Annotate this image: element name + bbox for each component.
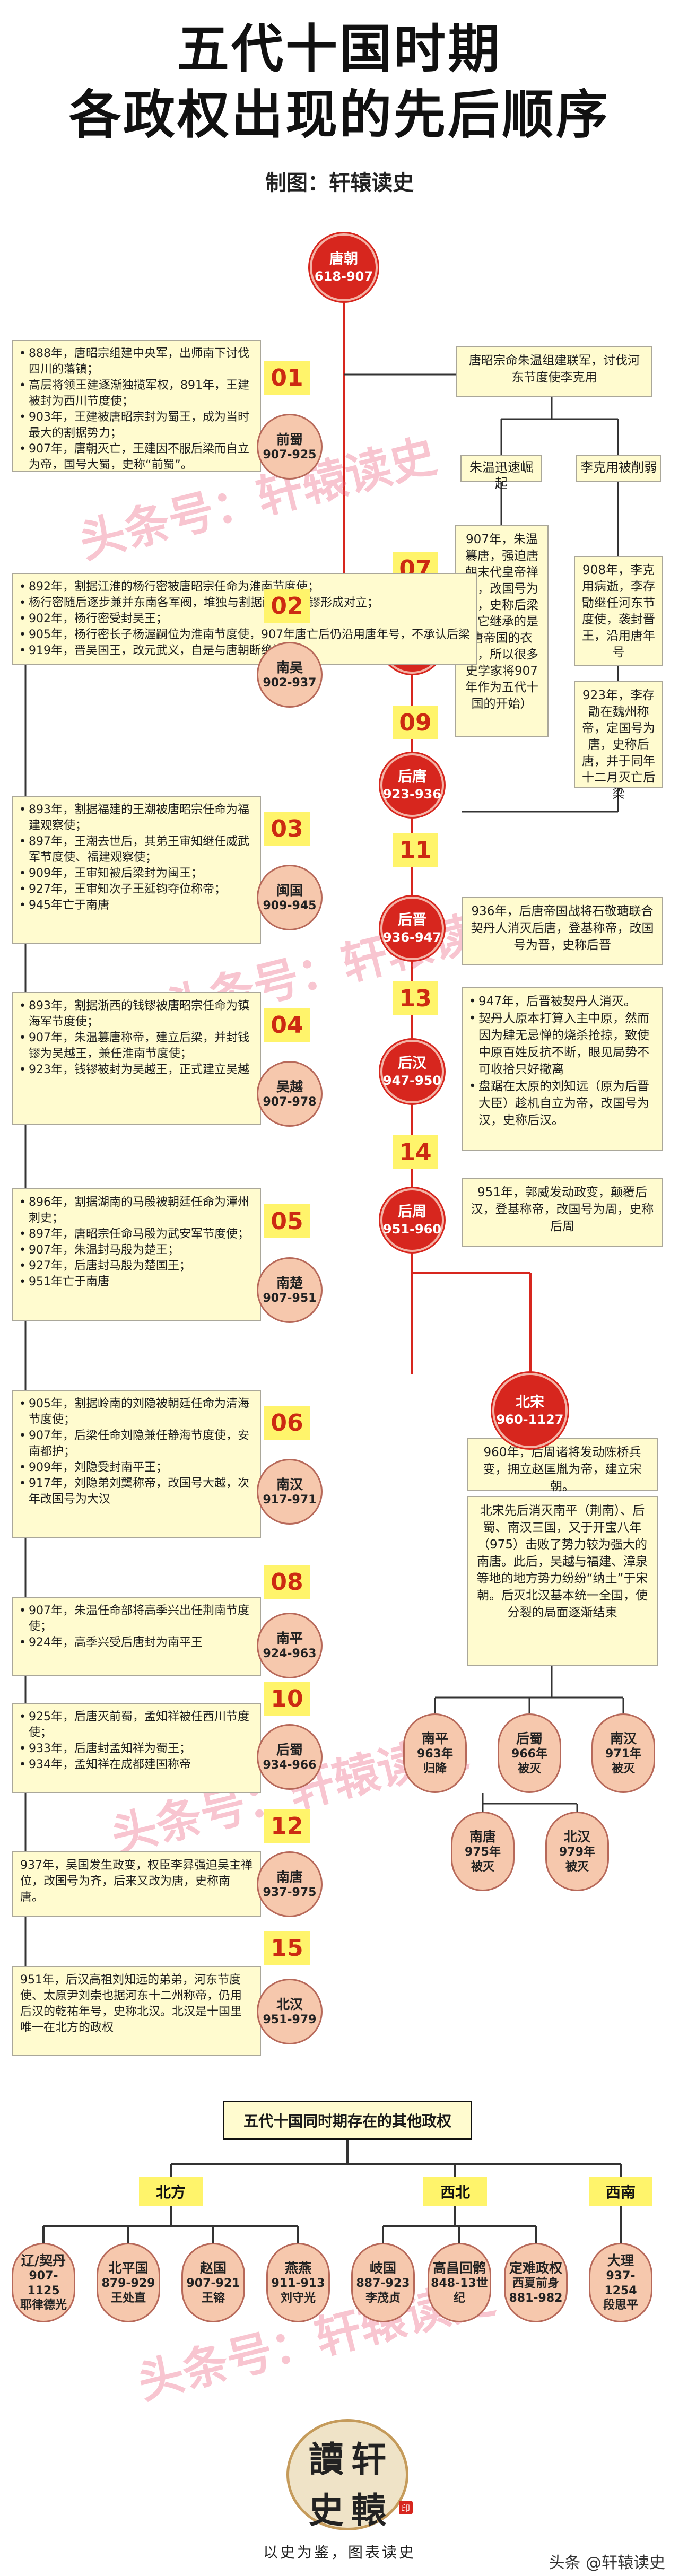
state-notes: 893年，割据浙西的钱镠被唐昭宗任命为镇海军节度使； 907年，朱温篡唐称帝，建…: [12, 992, 261, 1125]
order-number: 15: [264, 1931, 310, 1965]
red-stamp: 印: [399, 2501, 413, 2514]
state-notes: 892年，割据江淮的杨行密被唐昭宗任命为淮南节度使； 杨行密随后逐步兼并东南各军…: [12, 573, 477, 665]
liang-note: 907年，朱温篡唐，强迫唐朝末代皇帝禅位，改国号为梁，史称后梁（它继承的是唐帝国…: [455, 525, 549, 737]
tang-circle: 唐朝 618-907: [310, 233, 378, 301]
tang-years: 618-907: [314, 268, 373, 284]
dynasty-circle: 后唐 923-936: [380, 753, 444, 817]
order-number: 08: [264, 1565, 310, 1599]
logo-seal: 讀 轩 史 轅: [286, 2419, 408, 2531]
order-number: 14: [393, 1135, 438, 1169]
order-number: 13: [393, 981, 438, 1015]
han-note: 盘踞在太原的刘知远（原为后晋大臣）趁机自立为帝，改国号为汉，史称后汉。: [469, 1078, 656, 1129]
region-label: 北方: [139, 2177, 203, 2206]
state-circle: 南唐 937-975: [257, 1851, 323, 1917]
page-title-line1: 五代十国时期: [177, 19, 502, 80]
han-note: 947年，后晋被契丹人消灭。: [469, 993, 656, 1010]
song-conquest: 北汉 979年 被灭: [545, 1812, 609, 1891]
state-notes: 896年，割据湖南的马殷被朝廷任命为潭州刺史； 897年，唐昭宗任命马殷为武安军…: [12, 1188, 261, 1321]
state-circle: 吴越 907-978: [257, 1061, 323, 1127]
order-number: 11: [393, 833, 438, 867]
other-states-title: 五代十国同时期存在的其他政权: [223, 2101, 472, 2140]
other-state: 岐国 887-923 李茂贞: [351, 2243, 415, 2322]
han-note: 契丹人原本打算入主中原，然而因为肆无忌惮的烧杀抢掠，致使中原百姓反抗不断，眼见局…: [469, 1010, 656, 1078]
dynasty-circle: 北宋 960-1127: [492, 1373, 568, 1448]
other-state: 辽/契丹 907-1125 耶律德光: [12, 2243, 75, 2322]
order-number: 05: [264, 1204, 310, 1238]
order-number: 06: [264, 1406, 310, 1440]
order-number: 03: [264, 812, 310, 846]
order-number: 01: [264, 361, 310, 395]
state-circle: 南平 924-963: [257, 1613, 323, 1678]
song-conquest: 南平 963年 归降: [403, 1713, 467, 1793]
order-number: 10: [264, 1682, 310, 1716]
order-number: 09: [393, 706, 438, 739]
dynasty-circle: 后周 951-960: [380, 1188, 444, 1252]
branch-right-label: 李克用被削弱: [576, 455, 661, 482]
han-notes: 947年，后晋被契丹人消灭。 契丹人原本打算入主中原，然而因为肆无忌惮的烧杀抢掠…: [462, 987, 663, 1151]
song-conquest: 南唐 975年 被灭: [451, 1812, 515, 1891]
state-notes: 905年，割据岭南的刘隐被朝廷任命为清海节度使； 907年，后梁任命刘隐兼任静海…: [12, 1390, 261, 1538]
song-conquest: 后蜀 966年 被灭: [498, 1713, 561, 1793]
state-circle: 后蜀 934-966: [257, 1724, 323, 1790]
state-notes: 907年，朱温任命部将高季兴出任荆南节度使； 924年，高季兴受后唐封为南平王: [12, 1597, 261, 1676]
region-label: 西南: [589, 2177, 652, 2206]
state-circle: 闽国 909-945: [257, 865, 323, 930]
likeyong-note-2: 923年，李存勖在魏州称帝，定国号为唐，史称后唐，并于同年十二月灭亡后梁: [574, 681, 663, 801]
other-state: 燕燕 911-913 刘守光: [266, 2243, 330, 2322]
state-notes: 925年，后唐灭前蜀，孟知祥被任西川节度使； 933年，后唐封孟知祥为蜀王； 9…: [12, 1703, 261, 1793]
dynasty-circle: 后汉 947-950: [380, 1040, 444, 1103]
song-conquest: 南汉 971年 被灭: [591, 1713, 655, 1793]
jin-note: 936年，后唐帝国战将石敬瑭联合契丹人消灭后唐，登基称帝，改国号为晋，史称后晋: [462, 897, 663, 965]
order-number: 12: [264, 1809, 310, 1843]
other-state: 定难政权 西夏前身 881-982: [504, 2243, 568, 2322]
song-note-2: 北宋先后消灭南平（荆南）、后蜀、南汉三国，又于开宝八年（975）击败了势力较为强…: [467, 1496, 658, 1666]
state-circle: 南吴 902-937: [257, 642, 323, 708]
song-note-1: 960年，后周诸将发动陈桥兵变，拥立赵匡胤为帝，建立宋朝。: [467, 1438, 658, 1493]
page-subtitle: 制图：轩辕读史: [265, 171, 414, 195]
other-state: 赵国 907-921 王镕: [181, 2243, 245, 2322]
other-state: 北平国 879-929 王处直: [97, 2243, 160, 2322]
order-number: 02: [264, 589, 310, 623]
page-title-line2: 各政权出现的先后顺序: [68, 85, 610, 145]
zhou-note: 951年，郭威发动政变，颠覆后汉，登基称帝，改国号为周，史称后周: [462, 1178, 663, 1247]
tang-name: 唐朝: [329, 251, 358, 268]
state-circle: 南楚 907-951: [257, 1257, 323, 1323]
state-circle: 南汉 917-971: [257, 1459, 323, 1525]
order-number: 04: [264, 1008, 310, 1042]
state-circle: 前蜀 907-925: [257, 414, 323, 480]
motto: 以史为鉴，图表读史: [263, 2544, 416, 2561]
other-state: 高昌回鹘 848-13世纪: [428, 2243, 491, 2322]
likeyong-note-1: 908年，李克用病逝，李存勖继任河东节度使，袭封晋王，沿用唐年号: [574, 556, 663, 666]
state-notes: 888年，唐昭宗组建中央军，出师南下讨伐四川的藩镇； 高层将领王建逐渐独揽军权，…: [12, 340, 261, 472]
branch-left-label: 朱温迅速崛起: [460, 455, 542, 491]
state-notes: 893年，割据福建的王潮被唐昭宗任命为福建观察使； 897年，王潮去世后，其弟王…: [12, 796, 261, 944]
footer-credit: 头条 @轩辕读史: [549, 2554, 665, 2572]
dynasty-circle: 后晋 936-947: [380, 897, 444, 960]
state-circle: 北汉 951-979: [257, 1979, 323, 2044]
region-label: 西北: [423, 2177, 487, 2206]
state-notes: 951年，后汉高祖刘知远的弟弟，河东节度使、太原尹刘崇也据河东十二州称帝，仍用后…: [12, 1966, 261, 2056]
other-state: 大理 937-1254 段思平: [589, 2243, 652, 2322]
tang-note: 唐昭宗命朱温组建联军，讨伐河东节度使李克用: [456, 346, 652, 397]
state-notes: 937年，吴国发生政变，权臣李昪强迫吴主禅位，改国号为齐，后来又改为唐，史称南唐…: [12, 1851, 261, 1917]
